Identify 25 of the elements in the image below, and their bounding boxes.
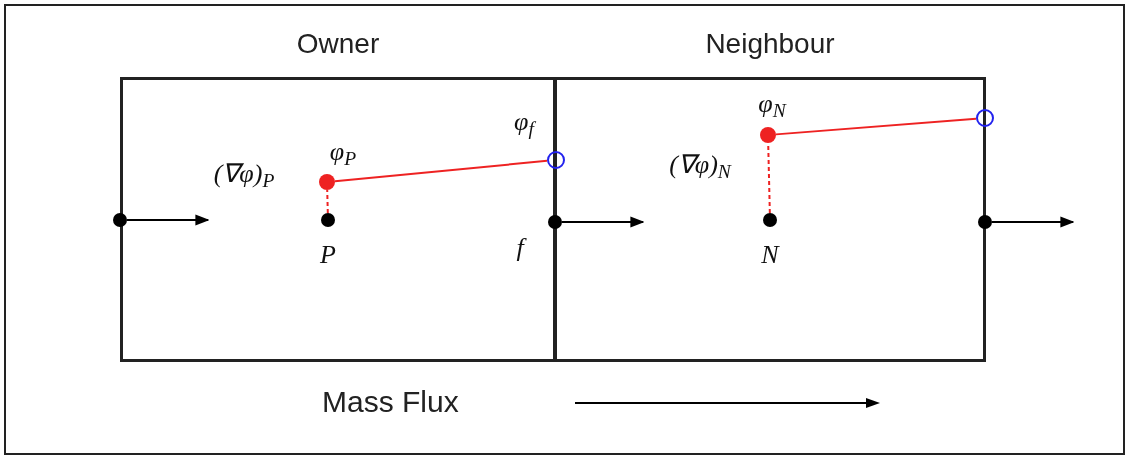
cell-point [978, 215, 992, 229]
cell-title: Neighbour [704, 27, 836, 61]
dashed-connector [326, 189, 329, 214]
math-symbol: φ$_{N}$ [758, 89, 786, 119]
math-symbol: P [320, 240, 336, 270]
interpolation-point [976, 109, 994, 127]
math-symbol: (∇φ)$_{N}$ [669, 150, 731, 180]
interpolation-line [775, 117, 978, 136]
interpolation-line [333, 159, 549, 183]
flux-label: Mass Flux [322, 384, 459, 420]
math-symbol: N [761, 240, 779, 270]
cell-title: Owner [295, 27, 381, 61]
cell-point [113, 213, 127, 227]
cell-point [763, 213, 777, 227]
flux-arrow [561, 216, 645, 228]
cell-point [319, 174, 335, 190]
math-symbol: φ$_{f}$ [514, 107, 534, 137]
interpolation-point [547, 151, 565, 169]
flux-arrow [126, 214, 210, 226]
cell-point [321, 213, 335, 227]
math-symbol: (∇φ)$_{P}$ [213, 159, 275, 189]
cell-point [760, 127, 776, 143]
math-symbol: φ$_{P}$ [329, 137, 357, 167]
flux-arrow [991, 216, 1075, 228]
cell-point [548, 215, 562, 229]
